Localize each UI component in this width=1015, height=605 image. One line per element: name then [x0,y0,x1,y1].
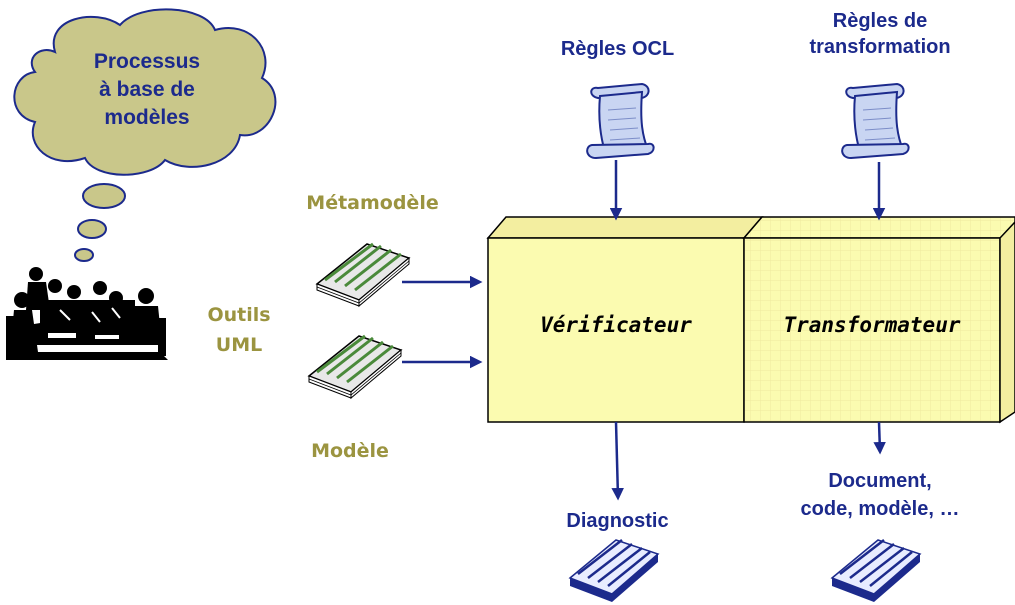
stack-metamodele-icon [315,242,411,308]
label-document-line2: code, modèle, … [800,498,960,520]
stack-document-icon [830,539,922,602]
arrow-to-diagnostic [611,421,624,501]
stack-diagnostic-icon [568,539,660,602]
label-document-line1: Document, [828,470,932,492]
thought-cloud-icon [13,8,277,262]
scroll-ocl-icon [586,82,655,160]
label-outils-line1: Outils [207,304,271,326]
transformateur-label: Transformateur [783,313,961,337]
arrows [402,160,886,501]
arrow-to-document [873,421,886,455]
label-modele: Modèle [311,440,389,462]
verificateur-box [486,216,764,423]
label-regles-transformation: Règles de transformation [770,8,990,60]
label-document: Document, code, modèle, … [770,467,990,523]
label-metamodele: Métamodèle [306,192,439,214]
verificateur-label: Vérificateur [540,313,692,337]
transformateur-box [742,216,1015,424]
label-regles-transfo-line1: Règles de [832,10,928,32]
stack-modele-icon [307,334,403,400]
label-outils-line2: UML [215,334,263,356]
label-diagnostic: Diagnostic [566,510,669,532]
cloud-text: Processus à base de modèles [52,48,242,132]
cloud-line-1: Processus [93,50,201,73]
meeting-clipart-icon [6,267,168,360]
label-outils-uml: Outils UML [184,300,294,360]
cloud-line-3: modèles [104,106,190,129]
scroll-transformation-icon [841,82,910,160]
label-regles-transfo-line2: transformation [809,36,951,58]
label-regles-ocl: Règles OCL [560,38,675,60]
cloud-line-2: à base de [99,78,195,101]
